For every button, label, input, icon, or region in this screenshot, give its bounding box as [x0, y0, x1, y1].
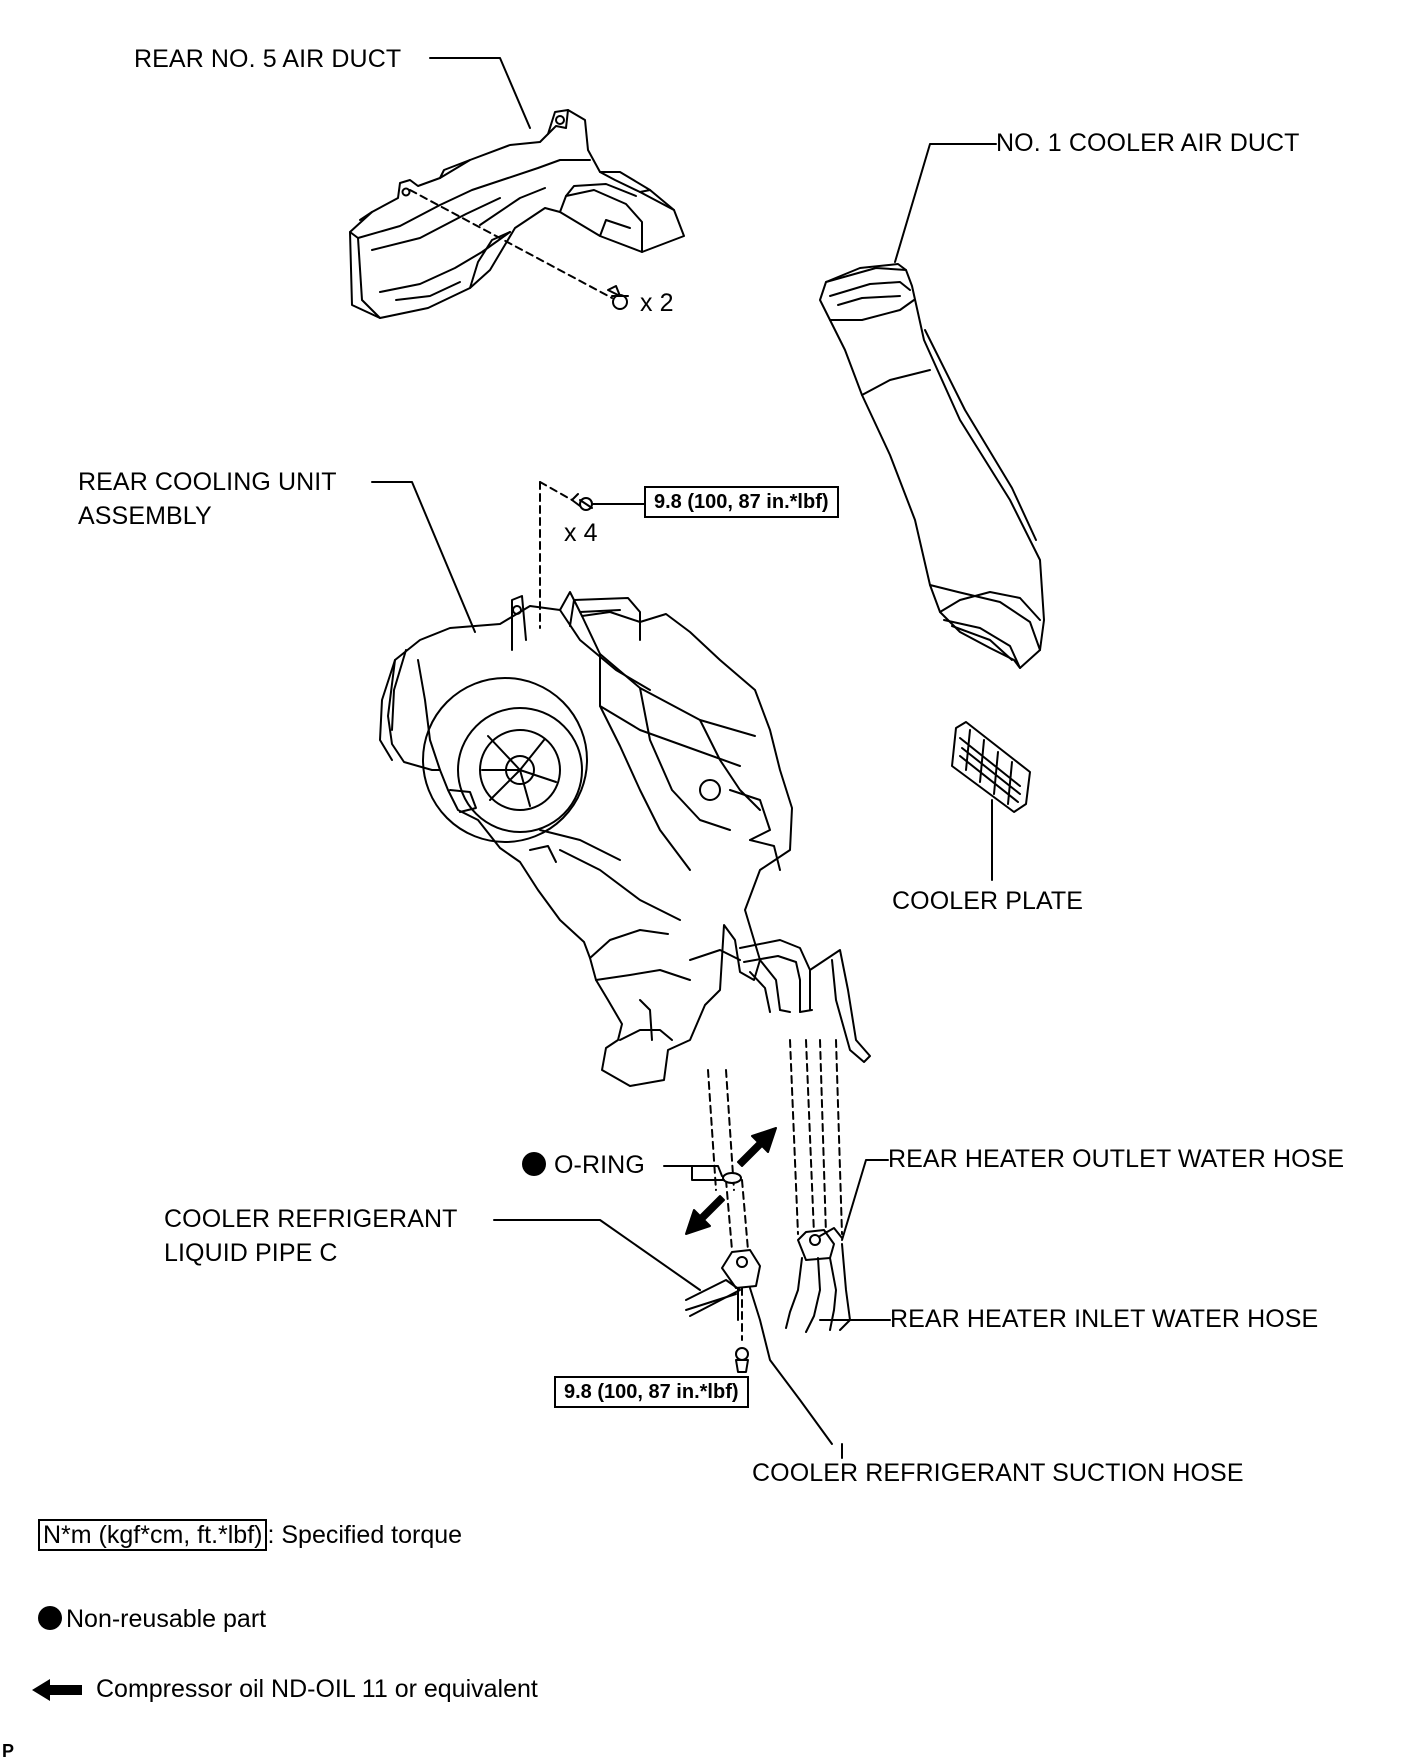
label-liquid-pipe-line2: LIQUID PIPE C [164, 1239, 338, 1267]
cooler-refrigerant-liquid-pipe-c [685, 1249, 833, 1445]
legend-non-reusable: Non-reusable part [38, 1602, 266, 1636]
label-o-ring: O-RING [522, 1148, 645, 1182]
legend-torque-desc: : Specified torque [267, 1521, 463, 1549]
no1-cooler-air-duct [819, 263, 1045, 669]
oil-arrow-upper [737, 1127, 777, 1167]
label-no1-cooler-air-duct: NO. 1 COOLER AIR DUCT [996, 129, 1300, 157]
oil-arrow-icon [32, 1679, 82, 1702]
torque-lower: 9.8 (100, 87 in.*lbf) [554, 1376, 749, 1408]
label-suction-hose: COOLER REFRIGERANT SUCTION HOSE [752, 1459, 1244, 1487]
label-cooler-plate: COOLER PLATE [892, 887, 1084, 915]
bolt-icon-lower [735, 1347, 749, 1373]
legend-non-reusable-text: Non-reusable part [66, 1605, 267, 1633]
rear-cooling-unit-assembly [379, 591, 871, 1087]
o-ring-icon [722, 1172, 742, 1184]
legend-torque: N*m (kgf*cm, ft.*lbf): Specified torque [38, 1518, 462, 1552]
leader-no1-cooler-air-duct [894, 143, 997, 263]
clip-icon [607, 285, 629, 310]
non-reusable-dot-icon [522, 1152, 546, 1177]
rear-no5-air-duct [349, 109, 685, 319]
oil-arrow-lower [685, 1195, 725, 1235]
leader-rear-heater-outlet-hose [841, 1159, 889, 1241]
legend-compressor-oil-text: Compressor oil ND-OIL 11 or equivalent [96, 1675, 538, 1703]
leader-o-ring [663, 1165, 725, 1181]
label-qty-clips: x 2 [640, 289, 674, 317]
legend-dot-icon [38, 1606, 62, 1631]
cooler-plate [951, 721, 1031, 813]
corner-mark: P [2, 1741, 15, 1761]
torque-upper: 9.8 (100, 87 in.*lbf) [644, 486, 839, 518]
clip-dashed-line [409, 189, 613, 299]
label-rear-heater-inlet-hose: REAR HEATER INLET WATER HOSE [890, 1305, 1319, 1333]
water-hose-fittings [785, 1227, 851, 1333]
legend-compressor-oil: Compressor oil ND-OIL 11 or equivalent [30, 1672, 538, 1706]
leader-liquid-pipe [493, 1219, 701, 1291]
leader-rear-cooling-unit [371, 481, 476, 633]
label-o-ring-text: O-RING [554, 1151, 645, 1179]
label-rear-cooling-unit-line2: ASSEMBLY [78, 502, 212, 530]
legend-torque-unit: N*m (kgf*cm, ft.*lbf) [38, 1519, 268, 1551]
bolt-icon-upper [571, 493, 593, 511]
label-qty-bolts: x 4 [564, 519, 598, 547]
label-rear-heater-outlet-hose: REAR HEATER OUTLET WATER HOSE [888, 1145, 1345, 1173]
leader-rear-no5-air-duct [429, 57, 531, 129]
label-liquid-pipe-line1: COOLER REFRIGERANT [164, 1205, 458, 1233]
label-rear-no5-air-duct: REAR NO. 5 AIR DUCT [134, 45, 402, 73]
label-rear-cooling-unit-line1: REAR COOLING UNIT [78, 468, 337, 496]
